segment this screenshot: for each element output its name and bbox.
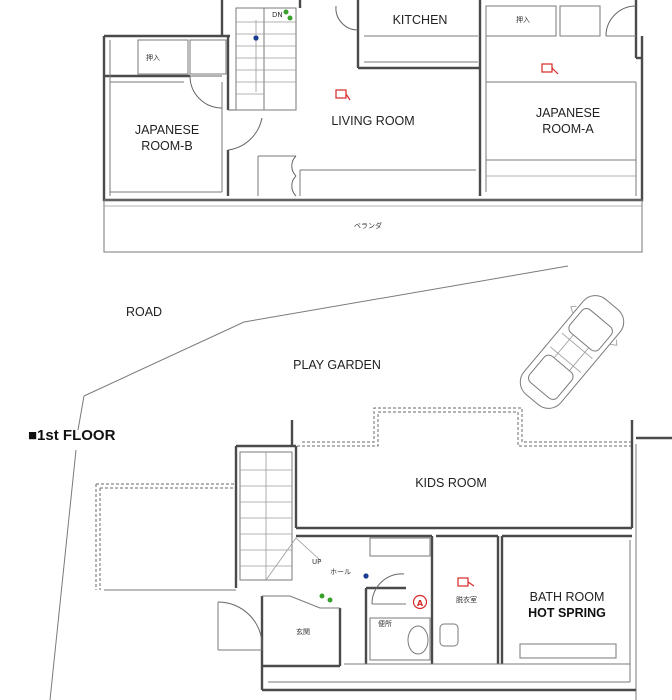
road-label: ROAD xyxy=(126,305,162,319)
smoke-detector-icon xyxy=(457,577,475,587)
road-boundary xyxy=(83,265,569,397)
site-plan: ROAD PLAY GARDEN xyxy=(49,265,625,700)
floor-title: ■1st FLOOR xyxy=(28,427,116,444)
stair-dn-label: DN xyxy=(272,11,283,19)
plant-icon xyxy=(319,593,333,603)
japanese-room-b-label: ROOM-B xyxy=(141,139,192,153)
stair-up-label: UP xyxy=(312,558,321,566)
kitchen-label: KITCHEN xyxy=(393,13,448,27)
closet-label: 押入 xyxy=(146,53,160,62)
japanese-room-b-label: JAPANESE xyxy=(135,123,199,137)
smoke-detector-icon xyxy=(335,89,351,101)
first-floor-plan: ■1st FLOOR UP xyxy=(28,407,672,700)
smoke-detector-icon xyxy=(541,63,559,75)
closet-label: 押入 xyxy=(516,15,530,24)
road-boundary xyxy=(49,449,77,700)
car-icon xyxy=(519,295,625,409)
lower-stair: UP xyxy=(239,451,321,581)
japanese-room-a-label: JAPANESE xyxy=(536,106,600,120)
plant-icon xyxy=(283,9,293,21)
japanese-room-a-label: ROOM-A xyxy=(542,122,594,136)
upper-dot-marker xyxy=(253,35,259,41)
play-garden-label: PLAY GARDEN xyxy=(293,358,381,372)
veranda-label: ベランダ xyxy=(354,221,382,230)
kids-room-label: KIDS ROOM xyxy=(415,476,487,490)
hall-label: ホール xyxy=(330,568,351,576)
road-boundary xyxy=(77,395,85,431)
upper-stair: DN xyxy=(235,7,297,111)
dressing-room-label: 脱衣室 xyxy=(456,595,477,604)
lower-dot-marker xyxy=(363,573,369,579)
bath-room-label: BATH ROOM xyxy=(530,590,605,604)
marker-a-label: A xyxy=(417,599,424,608)
living-room-label: LIVING ROOM xyxy=(331,114,414,128)
hot-spring-label: HOT SPRING xyxy=(528,606,606,620)
upper-floor-plan: DN xyxy=(102,0,644,253)
toilet-label: 便所 xyxy=(378,619,392,628)
entrance-label: 玄関 xyxy=(296,627,310,636)
marker-a-icon: A xyxy=(412,594,428,610)
